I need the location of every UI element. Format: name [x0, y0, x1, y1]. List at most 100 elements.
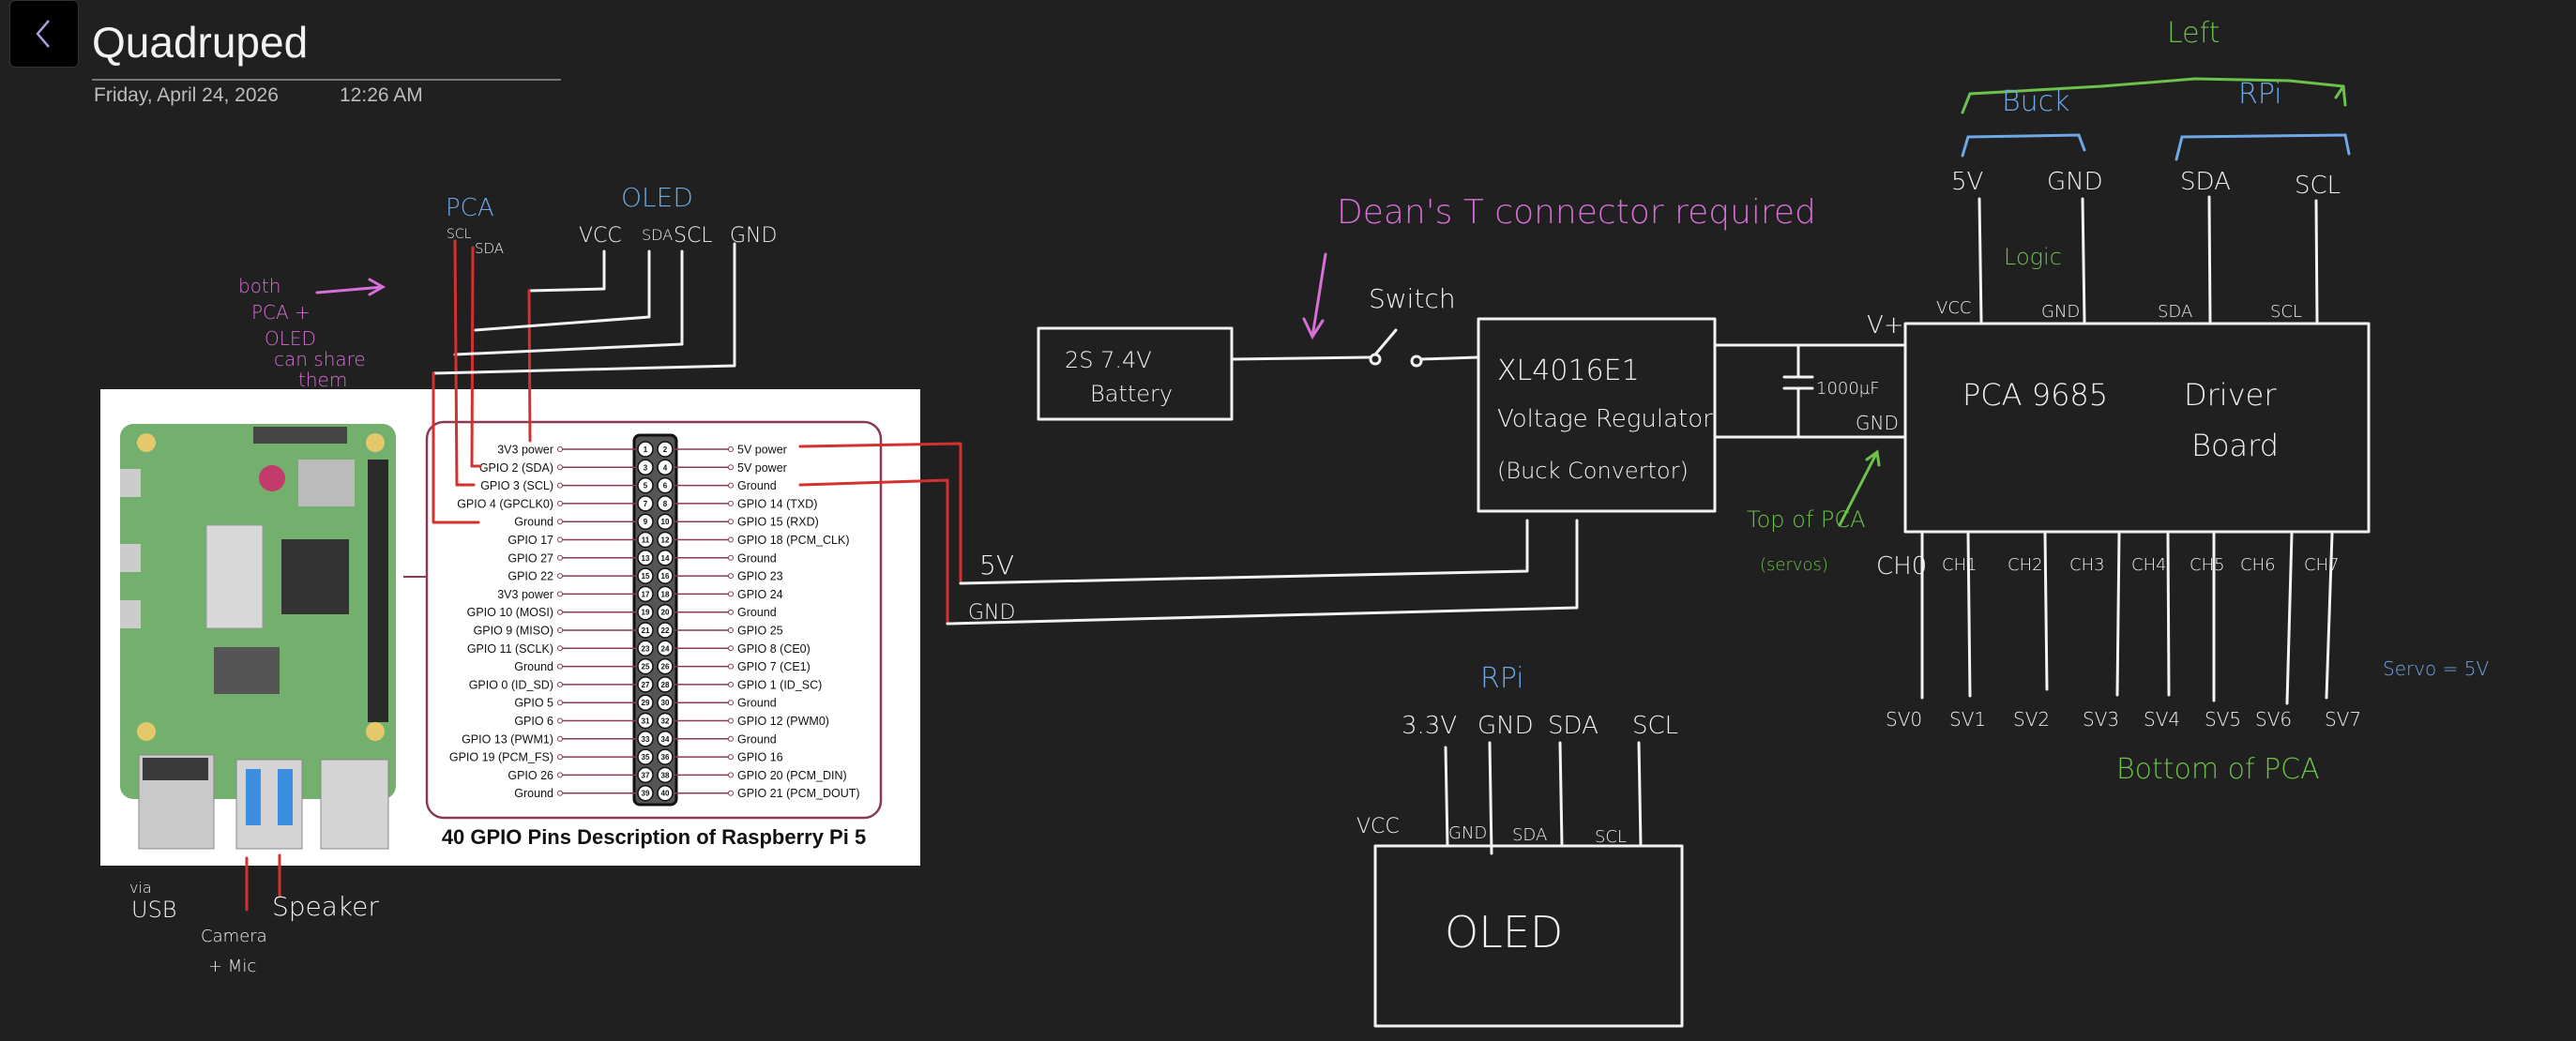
pin-dot [728, 717, 734, 724]
channel-label: CH6 [2240, 555, 2276, 575]
servo-label: SV7 [2325, 708, 2361, 731]
pin-number: 26 [661, 663, 670, 671]
pin-label-right: GPIO 18 (PCM_CLK) [737, 534, 849, 547]
servo-label: SV1 [1949, 708, 1986, 731]
pin-circle [637, 495, 654, 512]
pin-circle [637, 603, 654, 621]
servo-label: SV0 [1886, 708, 1922, 731]
pin-number: 14 [661, 554, 670, 563]
share-note-line: OLED [265, 327, 316, 350]
pin-number: 1 [644, 445, 648, 454]
pin-number: 20 [661, 609, 670, 617]
rpi-label: RPi [2238, 78, 2282, 111]
page-date: Friday, April 24, 2026 [94, 84, 279, 106]
pin-label-left: GPIO 17 [508, 534, 553, 547]
target-scl-label: SCL [2295, 172, 2341, 200]
pin-circle [637, 459, 654, 476]
oled-sda-pin: SDA [1512, 825, 1547, 845]
pin-label-right: GPIO 7 (CE1) [737, 660, 811, 673]
channel-label: CH0 [1876, 552, 1927, 581]
handwritten-notes: PCA SCL SDA OLED VCC SDA SCL GND both PC… [129, 17, 2489, 976]
pin-circle [657, 476, 674, 494]
pin-circle [637, 441, 654, 458]
servo-voltage-note: Servo = 5V [2383, 657, 2489, 680]
pin-label-left: GPIO 5 [514, 697, 553, 710]
pin-dot [728, 772, 734, 778]
pin-dot [728, 536, 734, 543]
pin-label-right: GPIO 24 [737, 588, 783, 601]
pin-number: 29 [642, 699, 650, 707]
pin-circle [657, 731, 674, 747]
servo-label: SV3 [2083, 708, 2119, 731]
speaker-label: Speaker [272, 891, 379, 922]
pin-number: 7 [644, 500, 648, 508]
pin-label-right: Ground [737, 606, 777, 619]
pin-dot [728, 754, 734, 761]
pin-dot [557, 772, 563, 778]
left-side-label: Left [2167, 17, 2220, 50]
pin-number: 33 [642, 735, 650, 744]
pin-circle [657, 603, 674, 621]
pin-number: 24 [661, 644, 670, 653]
chevron-left-icon [36, 20, 50, 48]
pin-circle [657, 748, 674, 765]
pin-label-right: GPIO 25 [737, 625, 783, 638]
pin-number: 4 [663, 463, 668, 472]
rpi-3v3-label: 3.3V [1402, 712, 1457, 740]
pca-sda-pin: SDA [2158, 302, 2192, 322]
oled-scl-pin: SCL [1595, 827, 1627, 847]
pin-circle [637, 567, 654, 584]
pin-dot [728, 627, 734, 633]
raspberry-pi-board-photo [120, 424, 396, 850]
pin-number: 10 [661, 518, 670, 526]
oled-box-label: OLED [1445, 907, 1563, 958]
pin-label-right: 5V power [737, 461, 787, 475]
oled-label: OLED [621, 182, 693, 213]
usb-label: USB [131, 897, 177, 923]
pin-dot [557, 645, 563, 652]
pin-label-right: 5V power [737, 444, 787, 457]
pinout-frame [425, 420, 883, 820]
pin-dot [728, 700, 734, 706]
pin-number: 8 [663, 500, 668, 508]
regulator-box [1477, 317, 1717, 513]
oled-gnd-label: GND [730, 224, 777, 248]
regulator-label-3: (Buck Convertor) [1497, 458, 1689, 484]
pin-dot [557, 790, 563, 796]
pin-number: 5 [644, 482, 648, 490]
pin-label-left: Ground [514, 660, 553, 673]
servo-label: SV5 [2205, 708, 2241, 731]
pin-dot [728, 645, 734, 652]
pin-circle [657, 550, 674, 566]
pin-dot [728, 591, 734, 597]
pin-label-right: Ground [737, 551, 777, 565]
pin-dot [557, 735, 563, 742]
pin-label-left: GPIO 27 [508, 551, 553, 565]
deans-connector-note: Dean's T connector required [1337, 193, 1816, 232]
pin-number: 17 [642, 590, 650, 598]
pin-number: 38 [661, 771, 670, 779]
wire-strokes [245, 77, 2371, 1028]
pin-circle [637, 712, 654, 730]
page-title[interactable]: Quadruped [92, 18, 309, 67]
share-note-line: both [238, 275, 280, 297]
pin-dot [728, 681, 734, 687]
channel-label: CH1 [1942, 555, 1977, 575]
pin-number: 23 [642, 644, 650, 653]
back-button[interactable] [9, 0, 79, 68]
pin-circle [637, 640, 654, 657]
pca-scl-label: SCL [447, 227, 472, 242]
pin-dot [557, 700, 563, 706]
pin-dot [557, 591, 563, 597]
pca-gnd-pin: GND [2041, 302, 2080, 322]
